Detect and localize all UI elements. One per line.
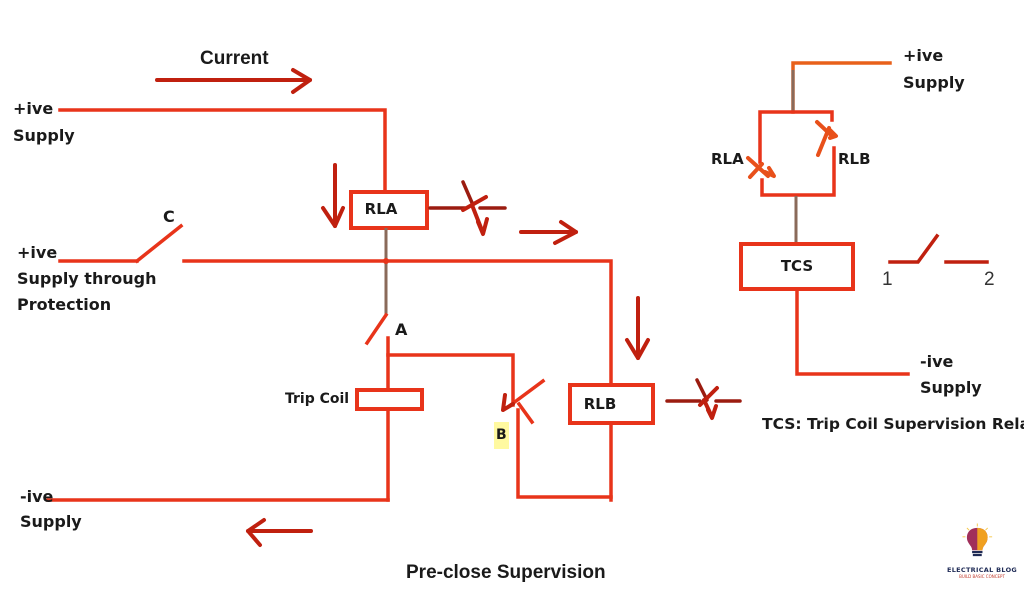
- rla-contact-symbol: [428, 180, 507, 236]
- current-direction-arrow: [155, 68, 312, 94]
- protection-supply-label-line3: Protection: [17, 295, 112, 314]
- logo-tagline: BUILD BASIC CONCEPT: [959, 574, 1005, 579]
- logo-name: ELECTRICAL BLOG: [946, 566, 1018, 574]
- positive-supply-label-line2: Supply: [13, 126, 75, 145]
- tcs-positive-supply-wire: [791, 61, 892, 114]
- protection-supply-label-line1: +ive: [17, 243, 58, 262]
- parallel-contacts: [746, 110, 838, 197]
- trip-coil-label: Trip Coil: [285, 391, 350, 407]
- tcs-negative-supply-label-line2: Supply: [920, 378, 982, 397]
- relay-rla-label: RLA: [364, 200, 398, 218]
- contact-a-label: A: [395, 320, 408, 339]
- tcs-legend: TCS: Trip Coil Supervision Relay: [762, 415, 1024, 433]
- relay-rlb-label: RLB: [583, 395, 617, 413]
- relay-rla-box: [349, 190, 429, 230]
- negative-supply-label-line2: Supply: [20, 512, 82, 531]
- tcs-positive-supply-label-line1: +ive: [903, 46, 944, 65]
- diagram-title: Pre-close Supervision: [406, 562, 606, 583]
- rlb-contact-symbol: [665, 378, 742, 420]
- switch-a: [364, 312, 515, 502]
- tcs-positive-supply-label-line2: Supply: [903, 73, 965, 92]
- trip-coil-box: [355, 388, 424, 411]
- protection-supply-label-line2: Supply through: [17, 269, 157, 288]
- contact-rlb-label: RLB: [838, 150, 871, 168]
- contact-b-label: B: [494, 422, 509, 449]
- switch-terminal-1-label: 1: [882, 269, 893, 290]
- tcs-negative-supply-label-line1: -ive: [920, 352, 954, 371]
- normally-open-switch-symbol: [888, 233, 989, 264]
- tcs-negative-supply-wire: [795, 287, 910, 376]
- contact-c-label: C: [163, 207, 175, 226]
- relay-rlb-box: [568, 383, 655, 425]
- contact-b: [501, 378, 613, 499]
- current-arrow-right: [519, 220, 578, 245]
- switch-terminal-2-label: 2: [984, 269, 995, 290]
- positive-supply-label-line1: +ive: [13, 99, 54, 118]
- contact-rla-label: RLA: [711, 150, 744, 168]
- current-label: Current: [200, 48, 269, 69]
- current-arrow-down-rla: [321, 163, 345, 228]
- negative-supply-label-line1: -ive: [20, 487, 54, 506]
- current-arrow-down-rlb: [625, 296, 650, 360]
- positive-supply-wire: [58, 108, 387, 194]
- relay-tcs-label: TCS: [780, 257, 814, 275]
- lightbulb-icon: [962, 523, 993, 557]
- current-arrow-left: [246, 518, 313, 547]
